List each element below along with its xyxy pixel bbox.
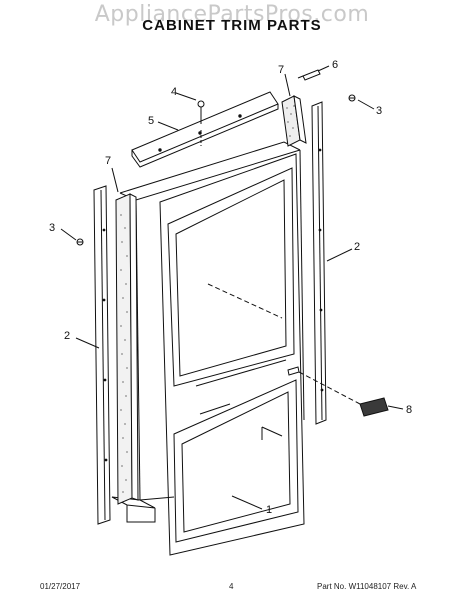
leader-lines (60, 65, 404, 510)
footer-part-number: Part No. W11048107 Rev. A (317, 582, 417, 591)
watermark-text: AppliancePartsPros.com (94, 2, 370, 27)
pin-part (297, 69, 321, 81)
callout-4: 4 (171, 86, 177, 98)
footer-date: 01/27/2017 (40, 582, 81, 591)
cabinet-body (111, 141, 305, 523)
callout-1: 1 (266, 504, 272, 516)
callout-2-right: 2 (354, 241, 360, 253)
callout-3-left: 3 (49, 222, 55, 234)
brand-badge (287, 366, 389, 417)
left-trim-filler (115, 193, 139, 505)
callout-7-right: 7 (278, 64, 284, 76)
footer-page-number: 4 (229, 582, 234, 591)
callout-3-right: 3 (376, 105, 382, 117)
callout-6: 6 (332, 59, 338, 71)
callout-5: 5 (148, 115, 154, 127)
callout-8: 8 (406, 404, 412, 416)
right-trim-filler (281, 95, 307, 147)
left-screw (76, 238, 84, 246)
right-screw (348, 94, 356, 102)
door-frame (159, 153, 305, 556)
right-side-trim (311, 101, 327, 425)
page-title: CABINET TRIM PARTS (142, 17, 322, 34)
callout-7-left: 7 (105, 155, 111, 167)
callout-2-left: 2 (64, 330, 70, 342)
top-screw (197, 100, 205, 146)
top-trim-strip (131, 91, 279, 168)
left-side-trim (93, 185, 111, 525)
